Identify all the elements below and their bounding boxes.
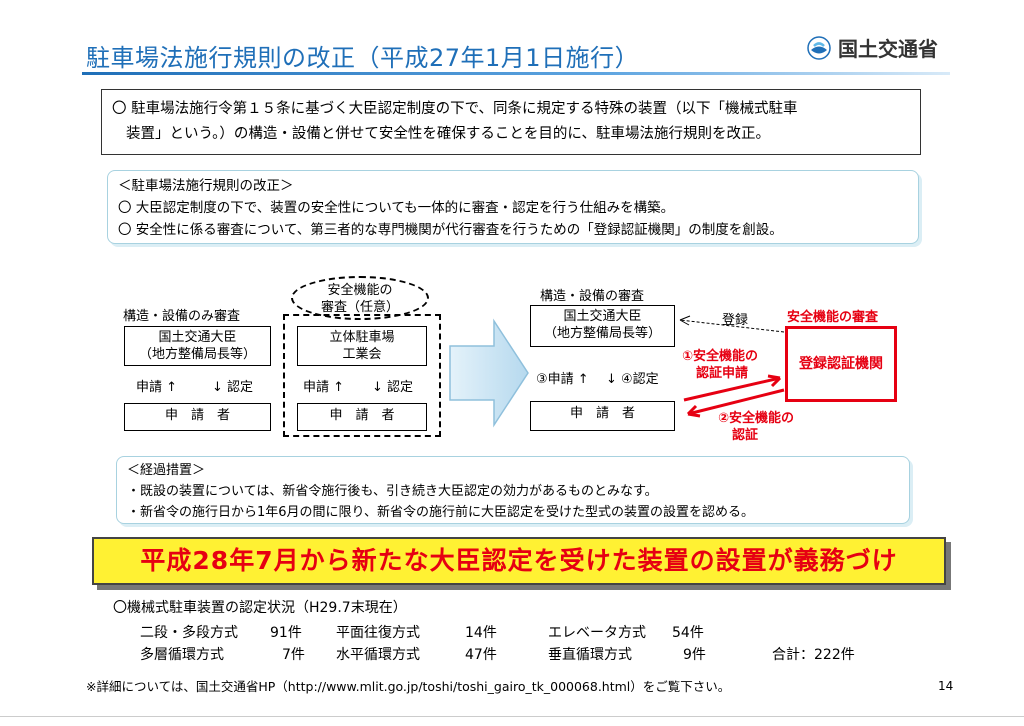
status-cell: 54件 xyxy=(672,625,704,641)
regulation-item-2: 〇 安全性に係る審査について、第三者的な専門機関が代行審査を行うための「登録認証… xyxy=(118,222,783,238)
middle-certify-label: ↓ 認定 xyxy=(372,380,414,395)
status-cell: 47件 xyxy=(465,647,497,663)
step1-line1: ①安全機能の xyxy=(682,349,759,364)
optional-dashed-frame xyxy=(283,314,441,437)
status-heading: 〇機械式駐車装置の認定状況（H29.7末現在） xyxy=(113,600,407,616)
regulation-item-1: 〇 大臣認定制度の下で、装置の安全性についても一体的に審査・認定を行う仕組みを構… xyxy=(118,200,675,216)
step1-label: ①安全機能の 認証申請 xyxy=(682,348,758,382)
step2-label: ②安全機能の 認証 xyxy=(718,410,794,444)
transition-heading: ＜経過措置＞ xyxy=(127,463,206,478)
status-cell: 7件 xyxy=(282,647,305,663)
association-line2: 工業会 xyxy=(342,347,382,362)
transition-item-2: ・新省令の施行日から1年6月の間に限り、新省令の施行前に大臣認定を受けた型式の装… xyxy=(127,505,755,520)
page-number: 14 xyxy=(938,679,954,693)
page-title: 駐車場法施行規則の改正（平成27年1月1日施行） xyxy=(86,44,640,72)
safety-review-heading: 安全機能の審査 xyxy=(787,310,879,325)
optional-review-ellipse: 安全機能の 審査（任意） xyxy=(291,276,429,320)
status-cell: 91件 xyxy=(270,625,302,641)
optional-line1: 安全機能の xyxy=(327,283,393,298)
intro-line-1: 〇 駐車場法施行令第１５条に基づく大臣認定制度の下で、同条に規定する特殊の装置（… xyxy=(112,101,798,117)
step2-line2: 認証 xyxy=(732,428,759,443)
intro-line-2: 装置」という。）の構造・設備と併せて安全性を確保することを目的に、駐車場法施行規… xyxy=(126,126,770,142)
middle-apply-label: 申請 ↑ xyxy=(303,380,345,395)
mlit-logo-icon xyxy=(807,35,831,60)
left-authority-line1: 国土交通大臣 xyxy=(158,330,237,345)
register-arrow xyxy=(679,315,785,333)
right-authority-line1: 国土交通大臣 xyxy=(563,309,642,324)
step2-line1: ②安全機能の xyxy=(718,411,795,426)
left-certify-label: ↓ 認定 xyxy=(212,380,254,395)
transition-item-1: ・既設の装置については、新省令施行後も、引き続き大臣認定の効力があるものとみなす… xyxy=(127,484,658,499)
left-authority-line2: （地方整備局長等） xyxy=(138,347,256,362)
status-total: 合計：222件 xyxy=(772,647,855,663)
left-applicant-box: 申 請 者 xyxy=(124,403,271,431)
footnote: ※詳細については、国土交通省HP（http://www.mlit.go.jp/t… xyxy=(86,679,731,694)
transition-box: ＜経過措置＞ ・既設の装置については、新省令施行後も、引き続き大臣認定の効力があ… xyxy=(116,456,910,524)
registered-body-box: 登録認証機関 xyxy=(785,326,897,402)
mandate-banner: 平成28年7月から新たな大臣認定を受けた装置の設置が義務づけ xyxy=(92,537,946,585)
middle-applicant-box: 申 請 者 xyxy=(297,403,427,431)
left-authority-box: 国土交通大臣 （地方整備局長等） xyxy=(124,326,271,366)
register-label: 登録 xyxy=(722,313,749,328)
association-box: 立体駐車場 工業会 xyxy=(297,326,427,366)
association-line1: 立体駐車場 xyxy=(329,330,395,345)
status-cell: 平面往復方式 xyxy=(336,625,420,641)
right-applicant-box: 申 請 者 xyxy=(530,401,675,431)
status-cell: エレベータ方式 xyxy=(548,625,646,641)
ministry-name: 国土交通省 xyxy=(838,37,938,61)
right-apply-label: ③申請 ↑ xyxy=(536,372,589,387)
left-apply-label: 申請 ↑ xyxy=(136,380,178,395)
bottom-divider xyxy=(0,716,1024,717)
transition-arrow xyxy=(449,318,529,428)
regulation-heading: ＜駐車場法施行規則の改正＞ xyxy=(118,178,294,194)
optional-line2: 審査（任意） xyxy=(320,300,399,315)
status-cell: 14件 xyxy=(465,625,497,641)
regulation-box: ＜駐車場法施行規則の改正＞ 〇 大臣認定制度の下で、装置の安全性についても一体的… xyxy=(107,170,919,244)
status-cell: 垂直循環方式 xyxy=(548,647,632,663)
right-heading: 構造・設備の審査 xyxy=(540,289,645,304)
title-underline xyxy=(82,72,950,75)
left-heading: 構造・設備のみ審査 xyxy=(123,309,241,324)
step1-line2: 認証申請 xyxy=(696,366,749,381)
status-cell: 多層循環方式 xyxy=(140,647,224,663)
status-cell: 二段・多段方式 xyxy=(140,625,238,641)
right-authority-box: 国土交通大臣 （地方整備局長等） xyxy=(530,305,675,347)
right-certify-label: ↓ ④認定 xyxy=(606,372,659,387)
ministry-logo: 国土交通省 xyxy=(806,33,938,62)
status-cell: 水平循環方式 xyxy=(336,647,420,663)
red-exchange-arrows xyxy=(683,374,785,418)
right-authority-line2: （地方整備局長等） xyxy=(543,326,661,341)
intro-box: 〇 駐車場法施行令第１５条に基づく大臣認定制度の下で、同条に規定する特殊の装置（… xyxy=(101,89,921,155)
status-cell: 9件 xyxy=(683,647,706,663)
